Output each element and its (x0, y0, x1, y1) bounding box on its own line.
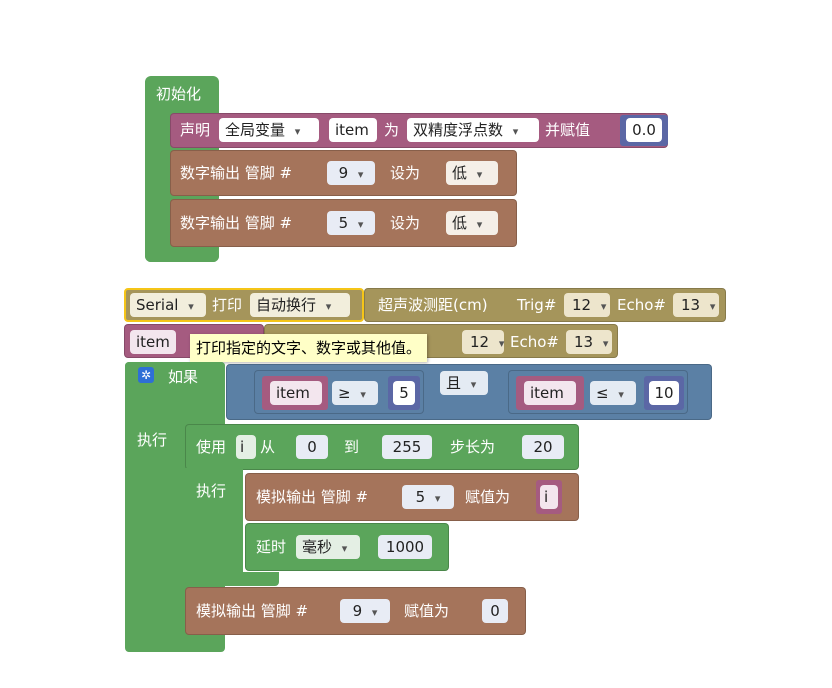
gear-icon[interactable]: ✲ (138, 367, 154, 383)
cond-right-var: item (530, 384, 564, 402)
for-var-field[interactable]: i (236, 435, 256, 459)
cond-left-op: ≥ (338, 384, 351, 402)
ultrasonic-label: 超声波测距(cm) (378, 296, 488, 314)
for-from-label: 从 (260, 438, 276, 456)
type-value: 双精度浮点数 (413, 121, 504, 139)
echo-pin-dropdown[interactable]: 13 (673, 293, 719, 317)
echo-pin-value: 13 (681, 296, 701, 314)
for-do-label: 执行 (196, 482, 227, 500)
trig-pin-dropdown[interactable]: 12 (564, 293, 610, 317)
declare-label: 声明 (180, 121, 211, 139)
level-value-2: 低 (452, 214, 468, 232)
type-dropdown[interactable]: 双精度浮点数 (407, 118, 539, 142)
echo-pin-value-2: 13 (574, 333, 594, 351)
scope-value: 全局变量 (225, 121, 286, 139)
variable-name-value: item (335, 121, 369, 139)
cond-right-value: 10 (654, 384, 674, 402)
set-label-1: 设为 (390, 164, 421, 182)
for-to-field[interactable]: 255 (382, 435, 432, 459)
level-dropdown-1[interactable]: 低 (446, 161, 498, 185)
delay-unit-dropdown[interactable]: 毫秒 (296, 535, 360, 559)
for-loop-body-bar (185, 468, 243, 586)
print-label: 打印 (212, 296, 243, 314)
delay-value-field[interactable]: 1000 (378, 535, 432, 559)
for-use-label: 使用 (196, 438, 227, 456)
if-label: 如果 (168, 368, 199, 386)
digital-write-label-2: 数字输出 管脚 # (180, 214, 293, 232)
for-loop-bottom-bar (185, 572, 279, 586)
cond-left-var: item (276, 384, 310, 402)
analog-value-2: 0 (490, 602, 500, 620)
assign-label: 并赋值 (545, 121, 591, 139)
initial-value: 0.0 (632, 121, 656, 139)
for-var: i (240, 438, 245, 456)
delay-value: 1000 (385, 538, 425, 556)
analog-assign-label-1: 赋值为 (465, 488, 511, 506)
cond-left-value-field[interactable]: 5 (393, 381, 415, 405)
for-step-field[interactable]: 20 (522, 435, 564, 459)
cond-left-op-dropdown[interactable]: ≥ (332, 381, 378, 405)
level-dropdown-2[interactable]: 低 (446, 211, 498, 235)
cond-right-value-field[interactable]: 10 (649, 381, 679, 405)
variable-name-field[interactable]: item (329, 118, 377, 142)
analog-write-label-1: 模拟输出 管脚 # (256, 488, 369, 506)
ultrasonic-block[interactable] (364, 288, 726, 322)
assign-var-value: item (136, 333, 170, 351)
print-mode-dropdown[interactable]: 自动换行 (250, 293, 350, 317)
pin-value-2: 5 (338, 214, 349, 232)
digital-write-label-1: 数字输出 管脚 # (180, 164, 293, 182)
echo-pin-dropdown-2[interactable]: 13 (566, 330, 612, 354)
assign-var-field[interactable]: item (130, 330, 176, 354)
delay-unit-value: 毫秒 (302, 538, 333, 556)
echo-label: Echo# (617, 296, 666, 314)
serial-port-dropdown[interactable]: Serial (130, 293, 206, 317)
analog-pin-value-2: 9 (352, 602, 363, 620)
for-step-label: 步长为 (450, 438, 496, 456)
analog-value-var-field[interactable]: i (540, 485, 558, 509)
block-tooltip: 打印指定的文字、数字或其他值。 (190, 334, 428, 362)
analog-write-label-2: 模拟输出 管脚 # (196, 602, 309, 620)
initial-value-field[interactable]: 0.0 (626, 118, 662, 142)
analog-pin-dropdown-1[interactable]: 5 (402, 485, 454, 509)
cond-right-op: ≤ (596, 384, 609, 402)
scope-dropdown[interactable]: 全局变量 (219, 118, 319, 142)
analog-pin-dropdown-2[interactable]: 9 (340, 599, 390, 623)
pin-dropdown-2[interactable]: 5 (327, 211, 375, 235)
for-from-field[interactable]: 0 (296, 435, 328, 459)
logic-op-value: 且 (446, 374, 462, 392)
echo-label-2: Echo# (510, 333, 559, 351)
analog-pin-value-1: 5 (415, 488, 426, 506)
set-label-2: 设为 (390, 214, 421, 232)
pin-value-1: 9 (338, 164, 349, 182)
cond-left-value: 5 (399, 384, 409, 402)
delay-label: 延时 (256, 538, 287, 556)
for-to: 255 (392, 438, 422, 456)
cond-left-var-field[interactable]: item (270, 381, 322, 405)
pin-dropdown-1[interactable]: 9 (327, 161, 375, 185)
analog-value-field-2[interactable]: 0 (482, 599, 508, 623)
analog-value-var: i (544, 488, 549, 506)
trig-pin-dropdown-2[interactable]: 12 (462, 330, 504, 354)
level-value-1: 低 (452, 164, 468, 182)
logic-op-dropdown[interactable]: 且 (440, 371, 488, 395)
cond-right-op-dropdown[interactable]: ≤ (590, 381, 636, 405)
trig-pin-value: 12 (572, 296, 592, 314)
for-step: 20 (533, 438, 553, 456)
as-label: 为 (384, 121, 400, 139)
setup-bottom-bar (145, 248, 219, 262)
setup-label: 初始化 (156, 85, 202, 103)
print-mode-value: 自动换行 (256, 296, 317, 314)
trig-label: Trig# (517, 296, 557, 314)
serial-port-value: Serial (136, 296, 179, 314)
trig-pin-value-2: 12 (470, 333, 490, 351)
for-from: 0 (307, 438, 317, 456)
for-to-label: 到 (344, 438, 360, 456)
cond-right-var-field[interactable]: item (524, 381, 576, 405)
do-label: 执行 (137, 431, 168, 449)
analog-assign-label-2: 赋值为 (404, 602, 450, 620)
